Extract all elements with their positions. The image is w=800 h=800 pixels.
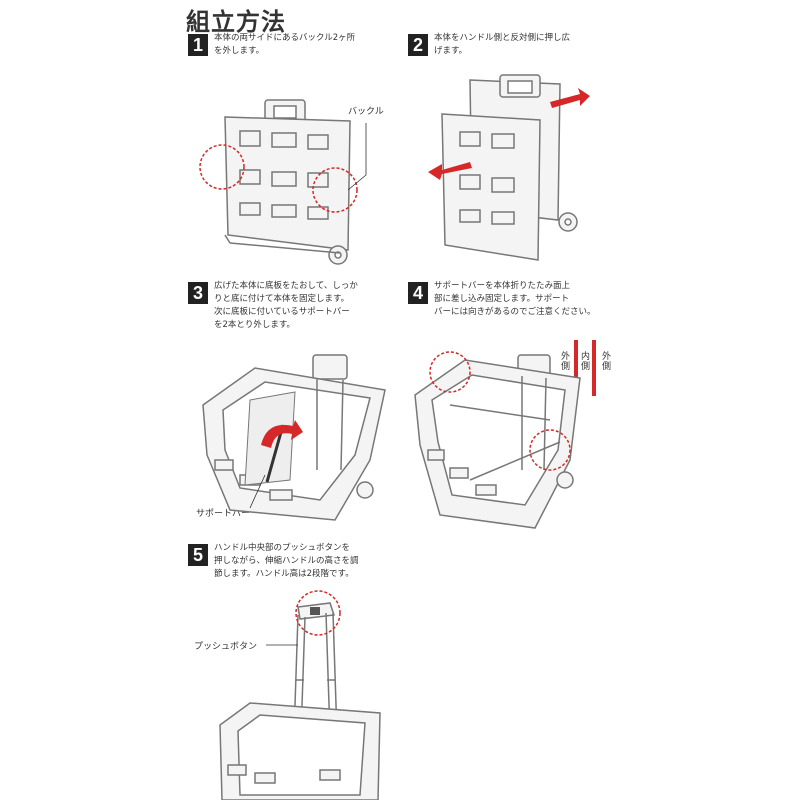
step-description: ハンドル中央部のプッシュボタンを 押しながら、伸縮ハンドルの高さを調 節します。…: [214, 543, 359, 579]
telescopic-handle-illustration: [219, 590, 381, 800]
step-description: 本体をハンドル側と反対側に押し広 げます。: [434, 33, 571, 56]
step-description: 広げた本体に底板をたおして、しっか りと底に付けて本体を固定します。 次に底板に…: [214, 281, 358, 330]
step-number: 2: [408, 34, 428, 56]
side-label-outer: 外側: [560, 352, 570, 372]
step-number: 3: [188, 282, 208, 304]
orientation-indicator: [574, 340, 596, 396]
step-number: 1: [188, 34, 208, 56]
step-description: 本体の両サイドにあるバックル2ヶ所 を外します。: [214, 33, 356, 56]
step-number: 5: [188, 544, 208, 566]
support-bar-insert-illustration: [414, 351, 581, 529]
page-title: 組立方法: [186, 7, 286, 36]
base-plate-illustration: [202, 354, 386, 521]
side-label-outer: 外側: [601, 352, 611, 372]
side-label-inner: 内側: [580, 352, 590, 372]
expanding-cart-illustration: [428, 74, 590, 261]
folded-cart-illustration: [199, 99, 367, 265]
step-description: サポートバーを本体折りたたみ面上 部に差し込み固定します。サポート バーには向き…: [434, 281, 596, 317]
push-button-label: プッシュボタン: [194, 642, 258, 652]
support-bar-label: サポートバー: [196, 509, 251, 519]
buckle-label: バックル: [348, 107, 384, 117]
step-number: 4: [408, 282, 428, 304]
